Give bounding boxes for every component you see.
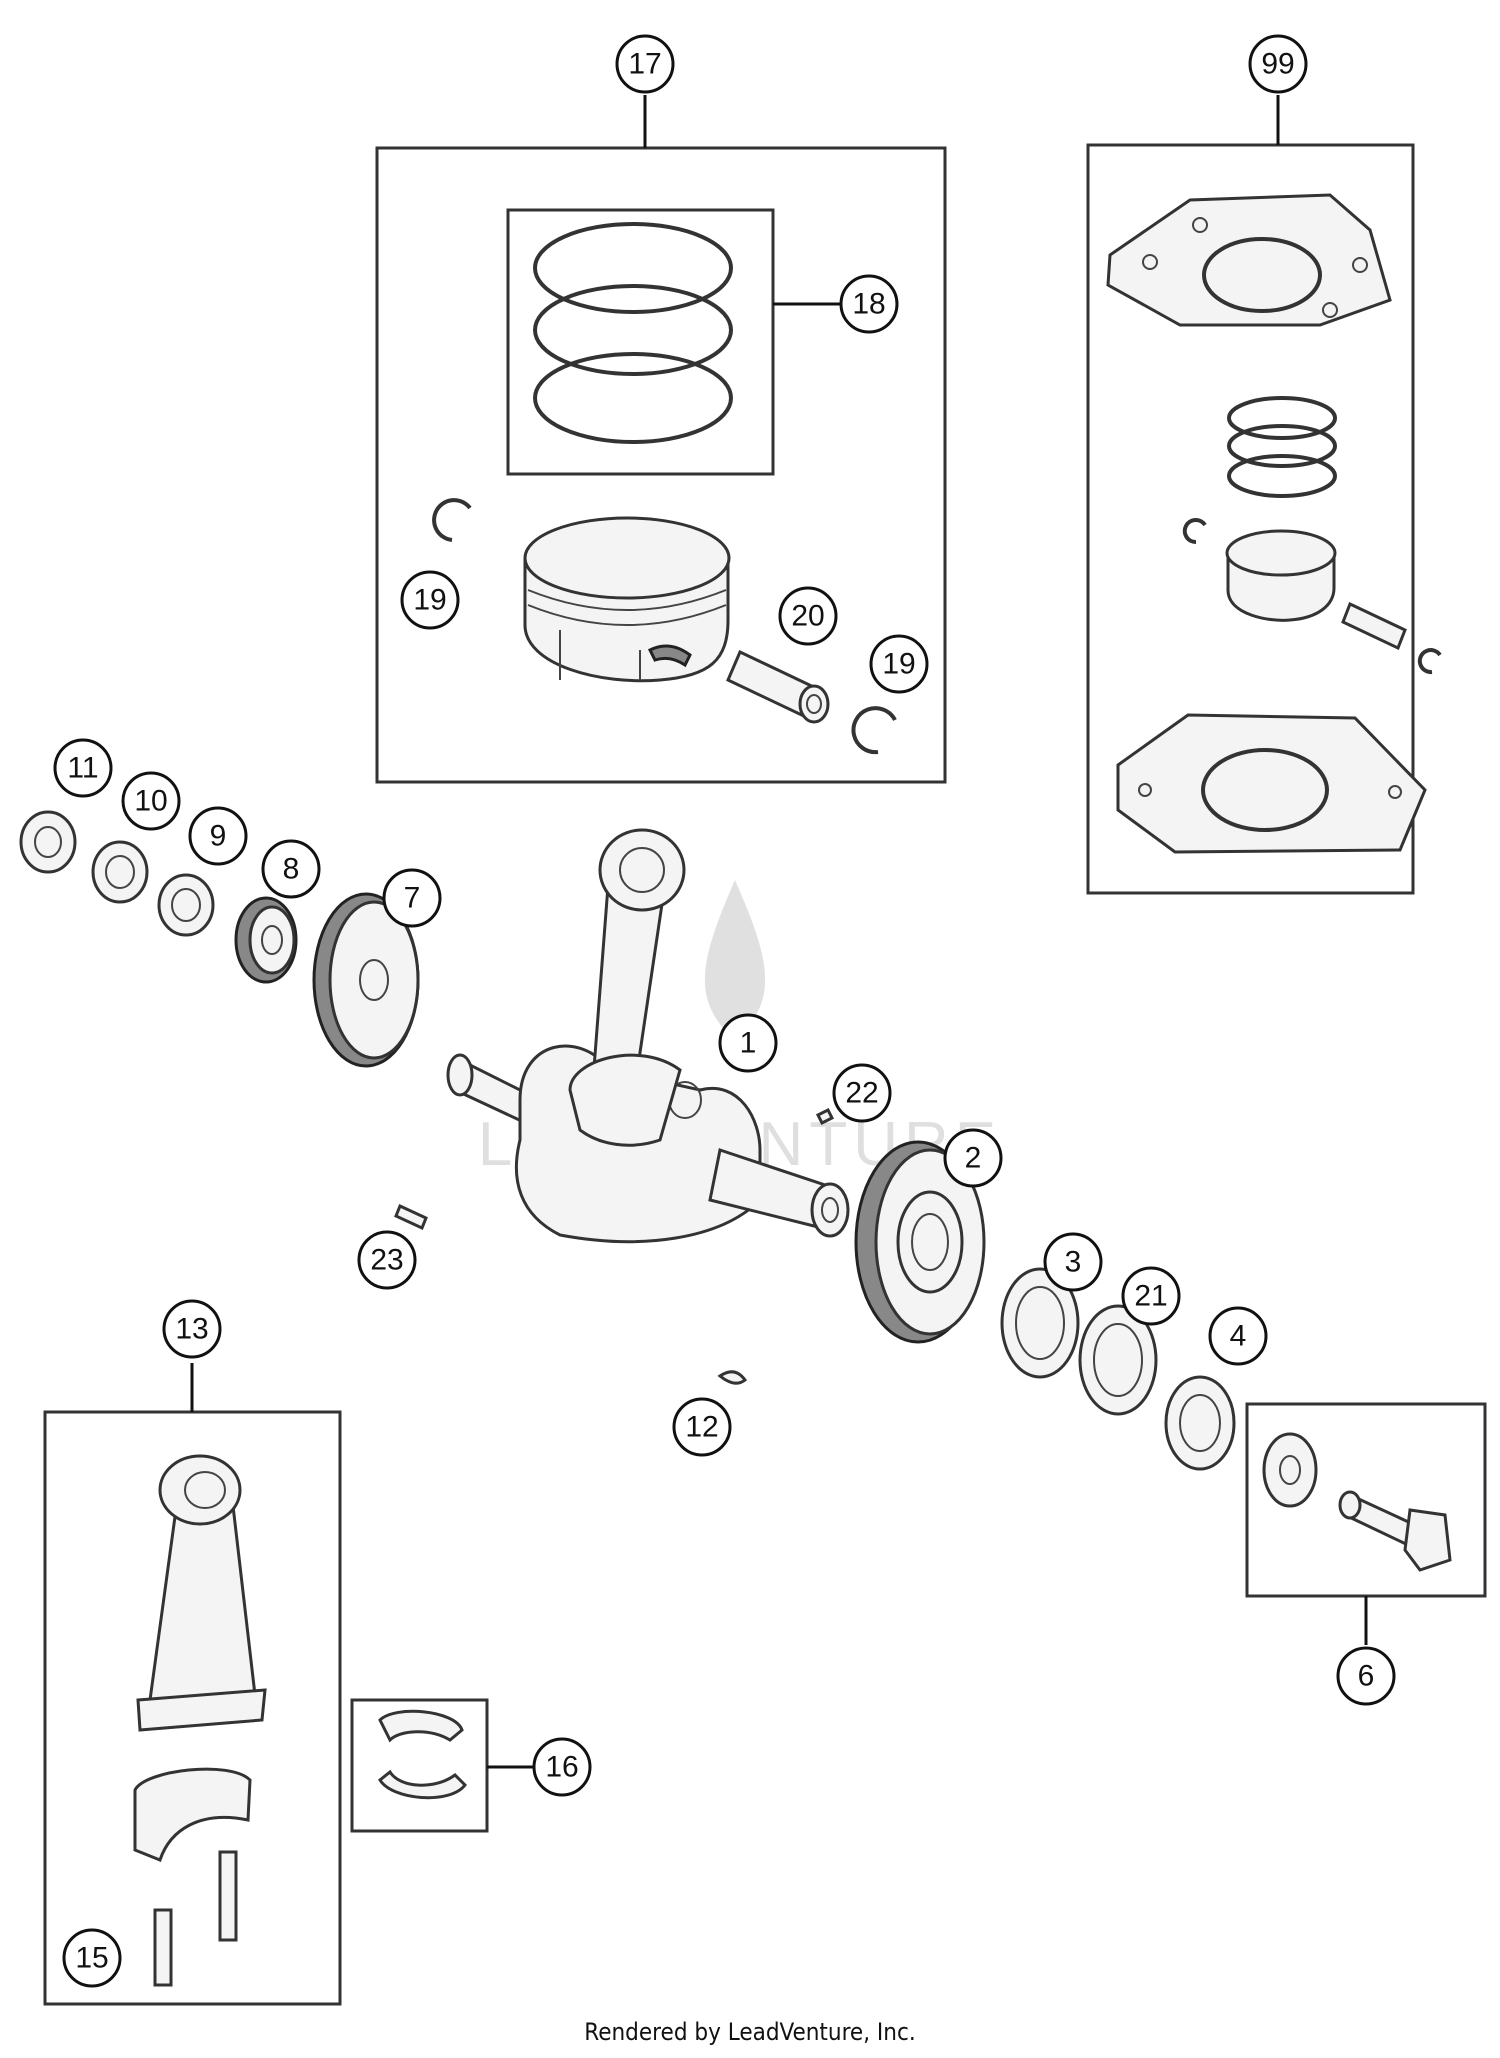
callout-20[interactable]: 20 (778, 586, 838, 646)
callout-20-label: 20 (791, 600, 824, 633)
piston-ring-set-box (506, 208, 775, 476)
gear-2 (854, 1140, 986, 1344)
callout-7[interactable]: 7 (382, 868, 442, 928)
gasket-set-piston (1182, 518, 1442, 675)
callout-1[interactable]: 1 (718, 1013, 778, 1073)
callout-8-label: 8 (283, 853, 300, 886)
pin-22 (815, 1107, 835, 1126)
conrod-kit-cap (133, 1767, 252, 1862)
callout-11[interactable]: 11 (53, 738, 113, 798)
gear-8 (234, 896, 298, 984)
callout-10[interactable]: 10 (121, 771, 181, 831)
woodruff-key-12 (717, 1370, 748, 1385)
callout-3-label: 3 (1065, 1246, 1082, 1279)
seal-ring-11 (19, 810, 77, 874)
circlip-right (851, 706, 897, 755)
gasket-set-rings (1227, 396, 1337, 498)
piston-kit-box (375, 146, 947, 784)
callout-18-label: 18 (852, 288, 885, 321)
callout-12-label: 12 (685, 1411, 718, 1444)
callout-23[interactable]: 23 (357, 1230, 417, 1290)
callout-19-left[interactable]: 19 (400, 570, 460, 630)
footer-credit: Rendered by LeadVenture, Inc. (584, 2018, 916, 2046)
callout-23-label: 23 (370, 1244, 403, 1277)
callout-3[interactable]: 3 (1043, 1232, 1103, 1292)
callout-13[interactable]: 13 (162, 1299, 222, 1359)
callout-13-label: 13 (175, 1313, 208, 1346)
callout-21[interactable]: 21 (1121, 1266, 1181, 1326)
bolt-6 (1338, 1490, 1452, 1572)
piston-rings (533, 222, 733, 444)
callout-9[interactable]: 9 (188, 806, 248, 866)
piston-pin (726, 649, 830, 724)
bolt-washer-6 (1262, 1432, 1318, 1508)
gasket-set-box (1086, 143, 1415, 895)
base-gasket (1116, 713, 1427, 854)
callout-18[interactable]: 18 (839, 274, 899, 334)
callout-11-label: 11 (67, 752, 98, 785)
callout-19-right[interactable]: 19 (869, 634, 929, 694)
callout-19-right-label: 19 (882, 648, 915, 681)
connecting-rod (568, 828, 686, 1147)
callout-7-label: 7 (404, 882, 421, 915)
callout-17[interactable]: 17 (615, 34, 675, 94)
callout-6[interactable]: 6 (1336, 1646, 1396, 1706)
callout-10-label: 10 (134, 785, 167, 818)
washer-21 (1078, 1304, 1158, 1416)
callout-17-label: 17 (628, 48, 661, 81)
callout-22-label: 22 (845, 1077, 878, 1110)
key-23 (394, 1203, 428, 1231)
circlip-left (432, 498, 472, 542)
gear-7 (312, 892, 420, 1068)
conrod-bolts (153, 1850, 238, 1987)
callout-15[interactable]: 15 (62, 1928, 122, 1988)
callout-99-label: 99 (1261, 48, 1294, 81)
callout-4[interactable]: 4 (1208, 1306, 1268, 1366)
callout-22[interactable]: 22 (832, 1063, 892, 1123)
callout-16[interactable]: 16 (532, 1737, 592, 1797)
callout-9-label: 9 (210, 820, 227, 853)
callout-99[interactable]: 99 (1248, 34, 1308, 94)
callout-19-left-label: 19 (413, 584, 446, 617)
callout-2[interactable]: 2 (943, 1128, 1003, 1188)
washer-10 (91, 840, 149, 904)
conrod-kit-rod (136, 1454, 267, 1732)
callout-2-label: 2 (965, 1142, 982, 1175)
callout-8[interactable]: 8 (261, 839, 321, 899)
callout-16-label: 16 (545, 1751, 578, 1784)
callout-1-label: 1 (740, 1027, 757, 1060)
bearing-shells (378, 1709, 467, 1800)
callout-12[interactable]: 12 (672, 1397, 732, 1457)
washer-9 (157, 873, 215, 937)
callout-15-label: 15 (75, 1942, 108, 1975)
nut-4 (1164, 1375, 1236, 1471)
callout-4-label: 4 (1230, 1320, 1247, 1353)
head-gasket (1106, 193, 1392, 327)
washer-3 (1000, 1267, 1080, 1379)
piston (523, 516, 731, 683)
callout-6-label: 6 (1358, 1660, 1375, 1693)
callout-21-label: 21 (1134, 1280, 1167, 1313)
